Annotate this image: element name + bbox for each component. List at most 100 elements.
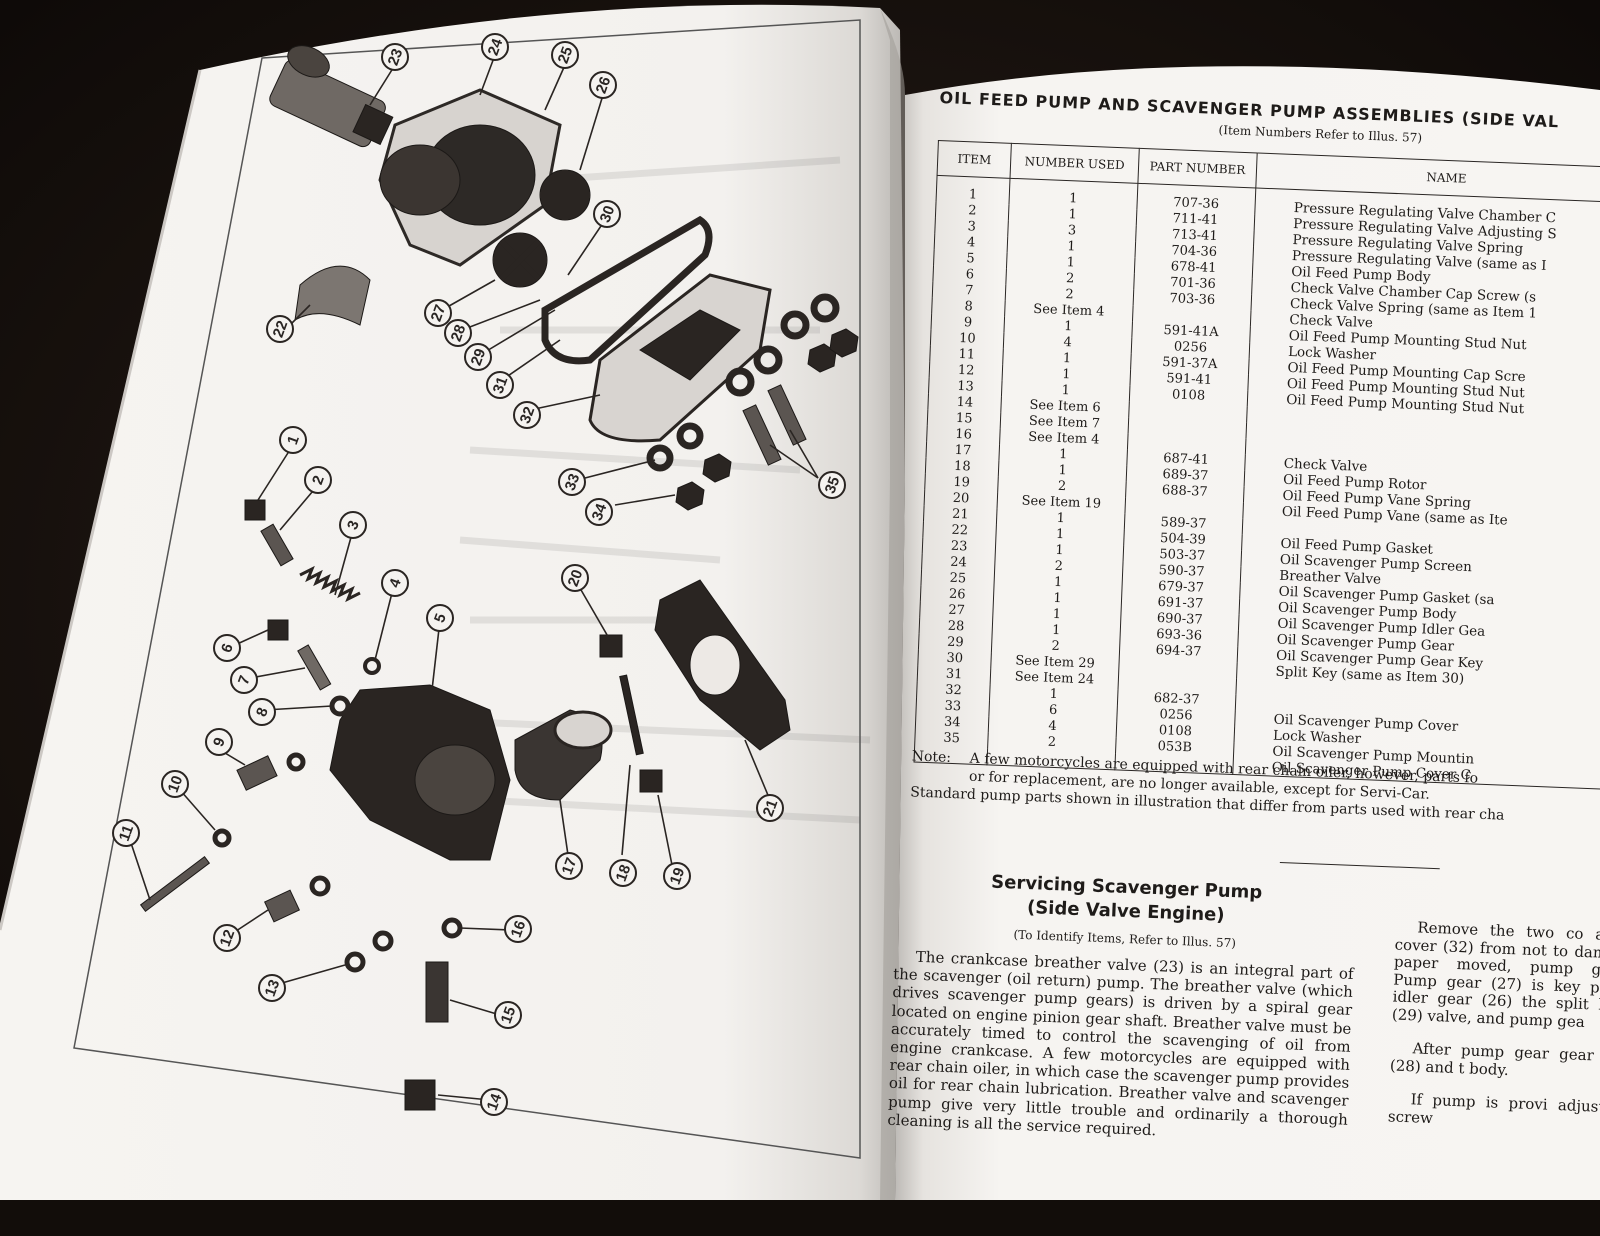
callout-number: 34 <box>589 501 611 523</box>
note-label: Note: <box>911 748 952 766</box>
callout-1: 1 <box>279 426 307 454</box>
table-subtitle: (Item Numbers Refer to Illus. 57) <box>1218 122 1423 145</box>
callout-12: 12 <box>213 924 241 952</box>
callout-number: 20 <box>565 567 587 588</box>
part-adjusting-screw-2 <box>260 523 294 567</box>
part-cap-screw-11 <box>139 856 211 912</box>
callout-18: 18 <box>609 859 637 887</box>
callout-number: 15 <box>498 1004 520 1025</box>
col-item: ITEM <box>937 140 1012 179</box>
col-number-used: NUMBER USED <box>1010 143 1139 184</box>
callout-16: 16 <box>504 915 532 943</box>
part-vane-19 <box>639 769 663 793</box>
callout-number: 11 <box>116 823 137 844</box>
callout-number: 30 <box>597 203 619 224</box>
right-col-paragraph-3: If pump is provi adjusting screw <box>1387 1090 1600 1127</box>
part-check-valve-spring-7 <box>297 644 332 691</box>
part-nut-13 <box>344 951 366 973</box>
callout-number: 23 <box>385 46 407 67</box>
callout-number: 10 <box>165 773 187 794</box>
callout-6: 6 <box>213 634 241 662</box>
right-col-paragraph-2: After pump gear gear key (28) and t body… <box>1389 1039 1600 1079</box>
bleed-through-text <box>429 156 871 824</box>
callout-23: 23 <box>381 43 409 71</box>
callout-number: 14 <box>484 1091 506 1113</box>
right-column-text: Remove the two co arate cover (32) from … <box>1387 918 1600 1151</box>
callout-15: 15 <box>494 1001 522 1029</box>
part-breather-valve <box>269 45 394 148</box>
callout-24: 24 <box>481 33 509 61</box>
hex-nuts <box>675 328 859 511</box>
part-14 <box>404 1079 436 1111</box>
callout-25: 25 <box>551 41 579 69</box>
part-vane-20 <box>599 634 623 658</box>
callout-33: 33 <box>558 468 586 496</box>
section-divider <box>1279 861 1440 870</box>
callout-number: 12 <box>217 927 239 948</box>
callout-30: 30 <box>593 200 621 228</box>
illustration-frame <box>73 19 861 1159</box>
part-stud-15 <box>425 961 449 1023</box>
callout-21: 21 <box>756 794 784 822</box>
callout-number: 17 <box>559 855 581 876</box>
callout-number: 32 <box>517 404 539 425</box>
part-valve-chamber-cap-1 <box>244 499 266 521</box>
callout-27: 27 <box>424 299 452 327</box>
part-gasket-31 <box>541 215 713 365</box>
part-scavenger-pump-body <box>378 88 562 267</box>
leader-lines <box>129 54 819 1101</box>
callout-14: 14 <box>480 1088 508 1116</box>
exploded-parts-diagram <box>139 45 859 1111</box>
callout-31: 31 <box>486 371 514 399</box>
callout-number: 22 <box>270 318 292 339</box>
part-rotor-17 <box>514 709 613 801</box>
callout-3: 3 <box>339 511 367 539</box>
part-valve-4 <box>363 657 381 675</box>
callout-19: 19 <box>663 862 691 890</box>
callout-8: 8 <box>248 698 276 726</box>
callout-number: 13 <box>262 977 284 998</box>
callout-26: 26 <box>589 71 617 99</box>
callout-7: 7 <box>230 666 258 694</box>
callout-29: 29 <box>464 343 492 371</box>
section-servicing-scavenger-pump: Servicing Scavenger Pump (Side Valve Eng… <box>887 867 1357 1147</box>
callout-5: 5 <box>426 604 454 632</box>
washers-and-nuts <box>646 293 840 472</box>
callout-number: 16 <box>508 918 530 939</box>
callout-number: 27 <box>428 302 450 323</box>
callout-2: 2 <box>304 466 332 494</box>
parts-list-page: OIL FEED PUMP AND SCAVENGER PUMP ASSEMBL… <box>887 88 1600 1235</box>
col-part-number: PART NUMBER <box>1137 148 1258 188</box>
callout-20: 20 <box>561 564 589 592</box>
callout-17: 17 <box>555 852 583 880</box>
callout-32: 32 <box>513 401 541 429</box>
callout-13: 13 <box>258 974 286 1002</box>
callout-number: 33 <box>562 471 584 492</box>
right-page <box>895 66 1600 1200</box>
callout-number: 26 <box>593 74 615 95</box>
part-spring-3 <box>299 565 361 603</box>
callout-4: 4 <box>381 569 409 597</box>
callout-35: 35 <box>818 471 846 499</box>
cell-item: 1 <box>936 175 1011 205</box>
callout-22: 22 <box>266 315 294 343</box>
part-screen-22 <box>294 265 371 326</box>
part-stud-nut-12 <box>263 889 301 923</box>
part-lock-washer-10 <box>212 828 232 848</box>
callout-number: 25 <box>555 44 577 65</box>
callout-number: 35 <box>822 474 844 495</box>
callout-34: 34 <box>585 498 613 526</box>
cap-screws <box>742 384 807 466</box>
right-col-paragraph-1: Remove the two co arate cover (32) from … <box>1391 918 1600 1031</box>
part-stud-nut-9 <box>236 755 278 791</box>
part-vane-spring-18 <box>619 674 644 756</box>
callout-number: 29 <box>468 346 490 367</box>
callout-number: 19 <box>667 865 689 886</box>
callout-11: 11 <box>112 819 140 847</box>
callout-number: 21 <box>760 797 782 818</box>
callout-9: 9 <box>205 728 233 756</box>
callout-number: 18 <box>613 862 635 883</box>
callout-number: 28 <box>448 322 470 343</box>
